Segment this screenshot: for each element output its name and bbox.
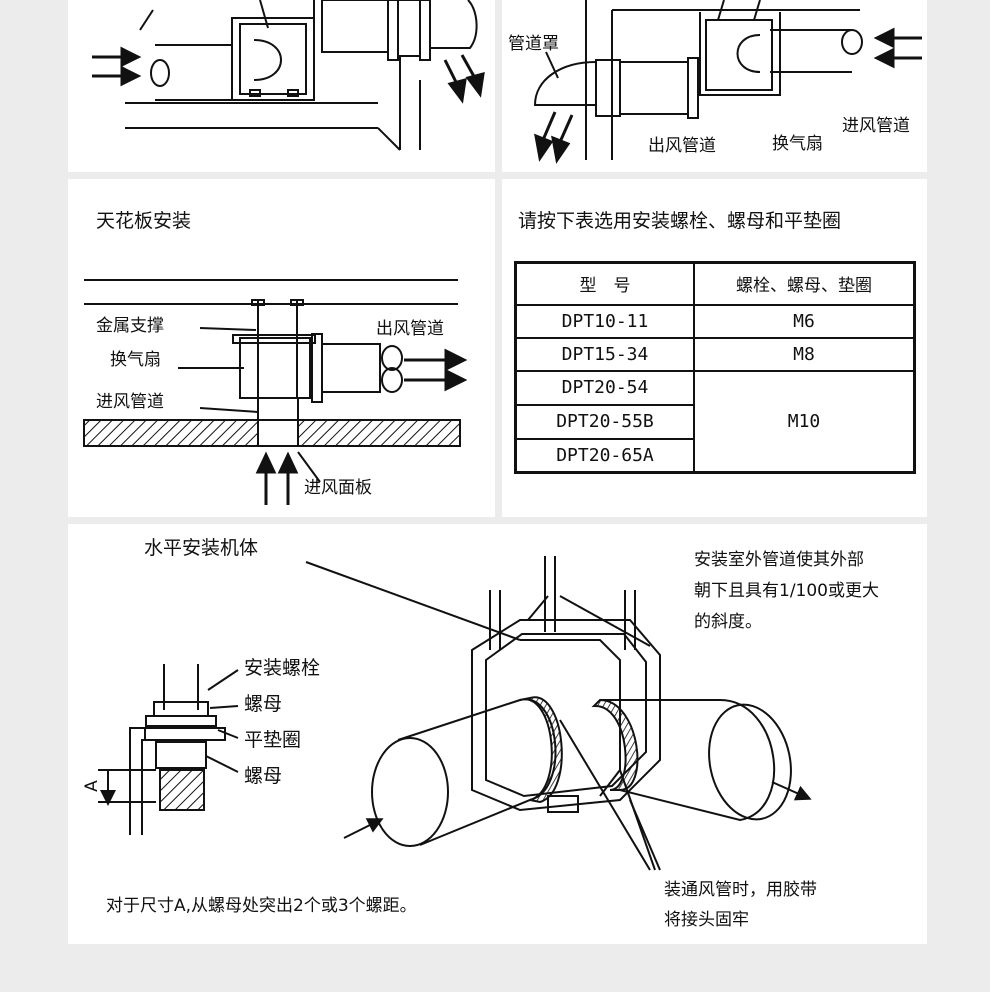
header-model: 型 号 — [514, 261, 695, 306]
table-cell-model: DPT20-55B — [514, 403, 695, 440]
label-fan: 换气扇 — [772, 134, 823, 154]
panel-top-left — [68, 0, 495, 172]
top-right-arrows — [534, 27, 922, 164]
dimension-note: 对于尺寸A,从螺母处突出2个或3个螺距。 — [106, 896, 417, 916]
label-ceiling-outlet-duct: 出风管道 — [376, 319, 444, 339]
outdoor-note-line-2: 朝下且具有1/100或更大 — [694, 581, 879, 601]
label-inlet-duct: 进风管道 — [842, 116, 910, 136]
tape-right — [591, 698, 639, 791]
label-dimension-a: A — [81, 780, 102, 792]
bolt-thread — [159, 769, 205, 811]
table-cell-model: DPT20-54 — [514, 369, 695, 406]
label-nut-lower: 螺母 — [244, 765, 283, 787]
panel-horizontal-install — [68, 524, 927, 944]
label-horizontal-body: 水平安装机体 — [144, 537, 259, 559]
table-cell-hardware: M8 — [693, 336, 916, 372]
ceiling-arrows — [255, 348, 468, 505]
label-nut-upper: 螺母 — [244, 693, 283, 715]
label-bolt: 安装螺栓 — [244, 657, 321, 679]
label-inlet-panel: 进风面板 — [304, 478, 372, 498]
outdoor-note-line-1: 安装室外管道使其外部 — [694, 550, 864, 570]
label-ceiling-fan: 换气扇 — [110, 350, 161, 370]
label-washer: 平垫圈 — [244, 729, 302, 751]
label-ceiling-inlet-duct: 进风管道 — [96, 392, 164, 412]
table-cell-hardware: M10 — [693, 369, 916, 474]
label-duct-cover: 管道罩 — [508, 34, 559, 54]
table-cell-model: DPT20-65A — [514, 437, 695, 474]
label-outlet-duct: 出风管道 — [648, 136, 716, 156]
tape-left — [519, 696, 563, 804]
panel-top-right — [502, 0, 927, 172]
ceiling-title: 天花板安装 — [96, 210, 192, 232]
tape-note-line-2: 将接头固牢 — [664, 910, 749, 930]
label-metal-support: 金属支撑 — [96, 316, 164, 336]
top-right-wall-install — [533, 0, 863, 160]
tape-note-line-1: 装通风管时，用胶带 — [664, 880, 817, 900]
header-hardware: 螺栓、螺母、垫圈 — [693, 261, 916, 306]
bolt-detail — [98, 664, 239, 835]
horizontal-fan-body — [305, 556, 812, 871]
spec-table: 型 号 螺栓、螺母、垫圈 DPT10-11 M6 DPT15-34 M8 DPT… — [514, 261, 916, 474]
table-cell-hardware: M6 — [693, 303, 916, 339]
panel-ceiling-install — [68, 179, 495, 517]
table-cell-model: DPT15-34 — [514, 336, 695, 372]
top-left-inlet-arrows — [92, 46, 485, 104]
table-cell-model: DPT10-11 — [514, 303, 695, 339]
outdoor-note-line-3: 的斜度。 — [694, 612, 762, 632]
table-title: 请按下表选用安装螺栓、螺母和平垫圈 — [518, 210, 842, 232]
ceiling-line-art — [84, 279, 458, 483]
top-left-wall-install — [125, 0, 478, 151]
